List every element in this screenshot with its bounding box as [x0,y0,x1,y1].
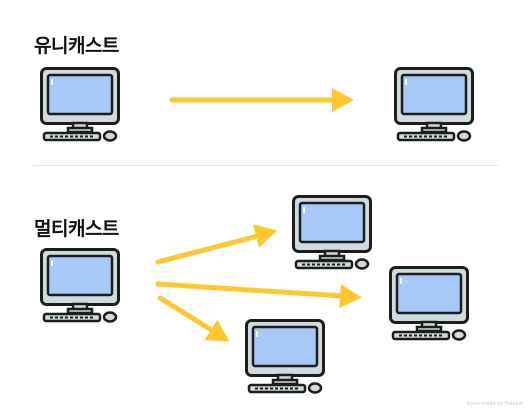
unicast-title: 유니캐스트 [34,35,119,57]
computer-icon [292,195,372,270]
multicast-title: 멀티캐스트 [34,218,119,240]
arrow-right-icon [157,295,237,352]
computer-icon [40,248,120,323]
arrow-right-icon [155,281,363,310]
arrow-right-icon [169,88,354,112]
computer-icon [389,266,469,341]
icon-credit: Icons made by Freepik [466,401,523,407]
computer-icon [245,319,325,394]
computer-icon [40,67,120,142]
section-divider [33,165,498,166]
computer-icon [394,67,474,142]
arrow-right-icon [155,218,281,265]
